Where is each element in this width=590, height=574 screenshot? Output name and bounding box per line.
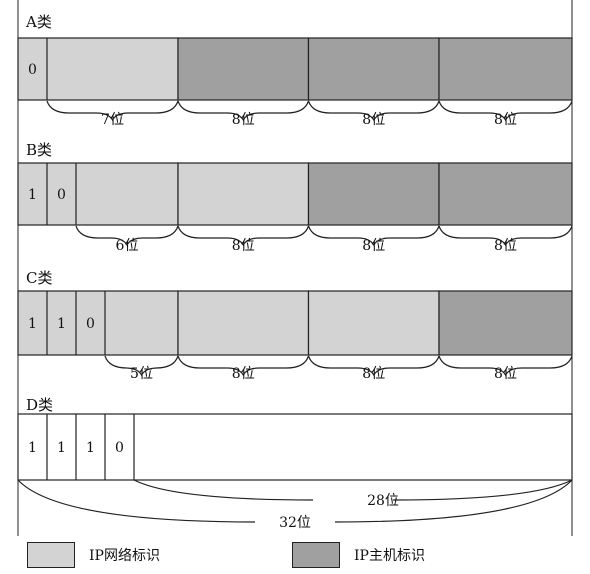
class-2-bit-1: 1 xyxy=(57,316,66,332)
class-0-brace-2 xyxy=(307,100,440,122)
class-label-2: C类 xyxy=(26,269,52,287)
class-0-segment-2 xyxy=(307,37,440,101)
legend-network: IP网络标识 xyxy=(27,541,160,569)
class-2-brace-label-0: 5位 xyxy=(130,366,153,382)
class-3-span-1 xyxy=(17,479,573,523)
class-2-bit-0: 1 xyxy=(28,316,37,332)
legend-network-swatch xyxy=(27,542,75,568)
class-1-bit-0: 1 xyxy=(28,187,37,203)
class-1-brace-1 xyxy=(177,225,310,247)
class-label-1: B类 xyxy=(26,141,52,159)
class-0-bit-0: 0 xyxy=(28,62,37,78)
class-0-brace-label-0: 7位 xyxy=(101,112,124,128)
class-label-3: D类 xyxy=(26,396,53,414)
class-2-segment-3 xyxy=(438,290,573,356)
class-2-brace-0 xyxy=(104,355,179,377)
class-3-segment-0 xyxy=(17,413,573,481)
class-1-segment-3 xyxy=(438,162,573,226)
class-0-brace-3 xyxy=(438,100,573,122)
class-1-brace-label-1: 8位 xyxy=(232,238,255,254)
class-1-segment-0 xyxy=(17,162,179,226)
class-2-bit-2: 0 xyxy=(86,316,95,332)
class-0-segment-1 xyxy=(177,37,310,101)
legend-host: IP主机标识 xyxy=(292,541,425,569)
class-1-segment-1 xyxy=(177,162,310,226)
class-1-brace-2 xyxy=(307,225,440,247)
class-3-span-label-0: 28位 xyxy=(367,493,399,509)
class-0-brace-label-3: 8位 xyxy=(494,112,517,128)
class-2-brace-label-1: 8位 xyxy=(232,366,255,382)
class-1-brace-label-0: 6位 xyxy=(116,238,139,254)
class-0-brace-1 xyxy=(177,100,310,122)
legend-host-swatch xyxy=(292,542,340,568)
class-0-segment-0 xyxy=(17,37,179,101)
class-2-brace-label-2: 8位 xyxy=(362,366,385,382)
class-2-segment-2 xyxy=(307,290,440,356)
class-3-span-0 xyxy=(133,479,573,501)
class-2-brace-1 xyxy=(177,355,310,377)
class-1-brace-label-2: 8位 xyxy=(362,238,385,254)
class-3-bit-0: 1 xyxy=(28,440,37,456)
class-3-bit-2: 1 xyxy=(86,440,95,456)
class-3-span-label-1: 32位 xyxy=(279,515,311,531)
class-1-bit-1: 0 xyxy=(57,187,66,203)
legend-host-label: IP主机标识 xyxy=(354,548,425,564)
class-2-segment-1 xyxy=(177,290,310,356)
legend-network-label: IP网络标识 xyxy=(89,548,160,564)
class-0-brace-0 xyxy=(46,100,179,122)
class-2-segment-0 xyxy=(17,290,179,356)
class-1-segment-2 xyxy=(307,162,440,226)
class-3-bit-3: 0 xyxy=(115,440,124,456)
class-2-brace-label-3: 8位 xyxy=(494,366,517,382)
class-3-bit-1: 1 xyxy=(57,440,66,456)
class-2-brace-2 xyxy=(307,355,440,377)
class-2-brace-3 xyxy=(438,355,573,377)
class-1-brace-0 xyxy=(75,225,179,247)
class-0-segment-3 xyxy=(438,37,573,101)
class-1-brace-3 xyxy=(438,225,573,247)
class-1-brace-label-3: 8位 xyxy=(494,238,517,254)
class-0-brace-label-1: 8位 xyxy=(232,112,255,128)
class-0-brace-label-2: 8位 xyxy=(362,112,385,128)
class-label-0: A类 xyxy=(25,13,52,31)
